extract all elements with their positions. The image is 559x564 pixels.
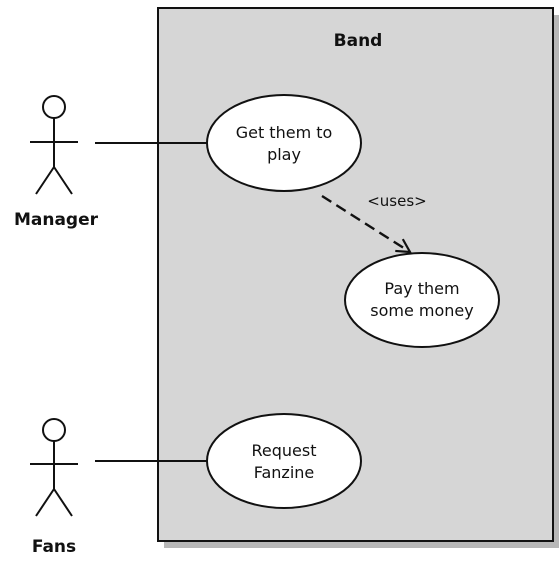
use-case-label-line1: Pay them <box>384 279 459 298</box>
use-case-ellipse <box>206 413 362 509</box>
use-case-label-line2: some money <box>370 301 473 320</box>
use-case-label-line1: Request <box>252 441 317 460</box>
actor-manager: Manager <box>14 95 99 230</box>
stick-figure-icon <box>30 418 78 517</box>
actor-label: Fans <box>32 537 76 557</box>
use-case-request-fanzine: Request Fanzine <box>206 413 362 509</box>
actor-fans: Fans <box>30 418 78 557</box>
use-case-label-line1: Get them to <box>236 123 333 142</box>
stick-figure-icon <box>30 95 78 195</box>
uses-dependency-arrow <box>321 194 410 252</box>
use-case-get-them-to-play: Get them to play <box>206 94 362 192</box>
uses-label: <uses> <box>367 192 427 210</box>
system-title: Band <box>334 31 383 51</box>
use-case-ellipse <box>344 252 500 348</box>
actor-label: Manager <box>14 210 99 230</box>
use-case-ellipse <box>206 94 362 192</box>
use-case-label-line2: Fanzine <box>254 463 315 482</box>
use-case-label-line2: play <box>267 145 301 164</box>
use-case-pay-them-some-money: Pay them some money <box>344 252 500 348</box>
